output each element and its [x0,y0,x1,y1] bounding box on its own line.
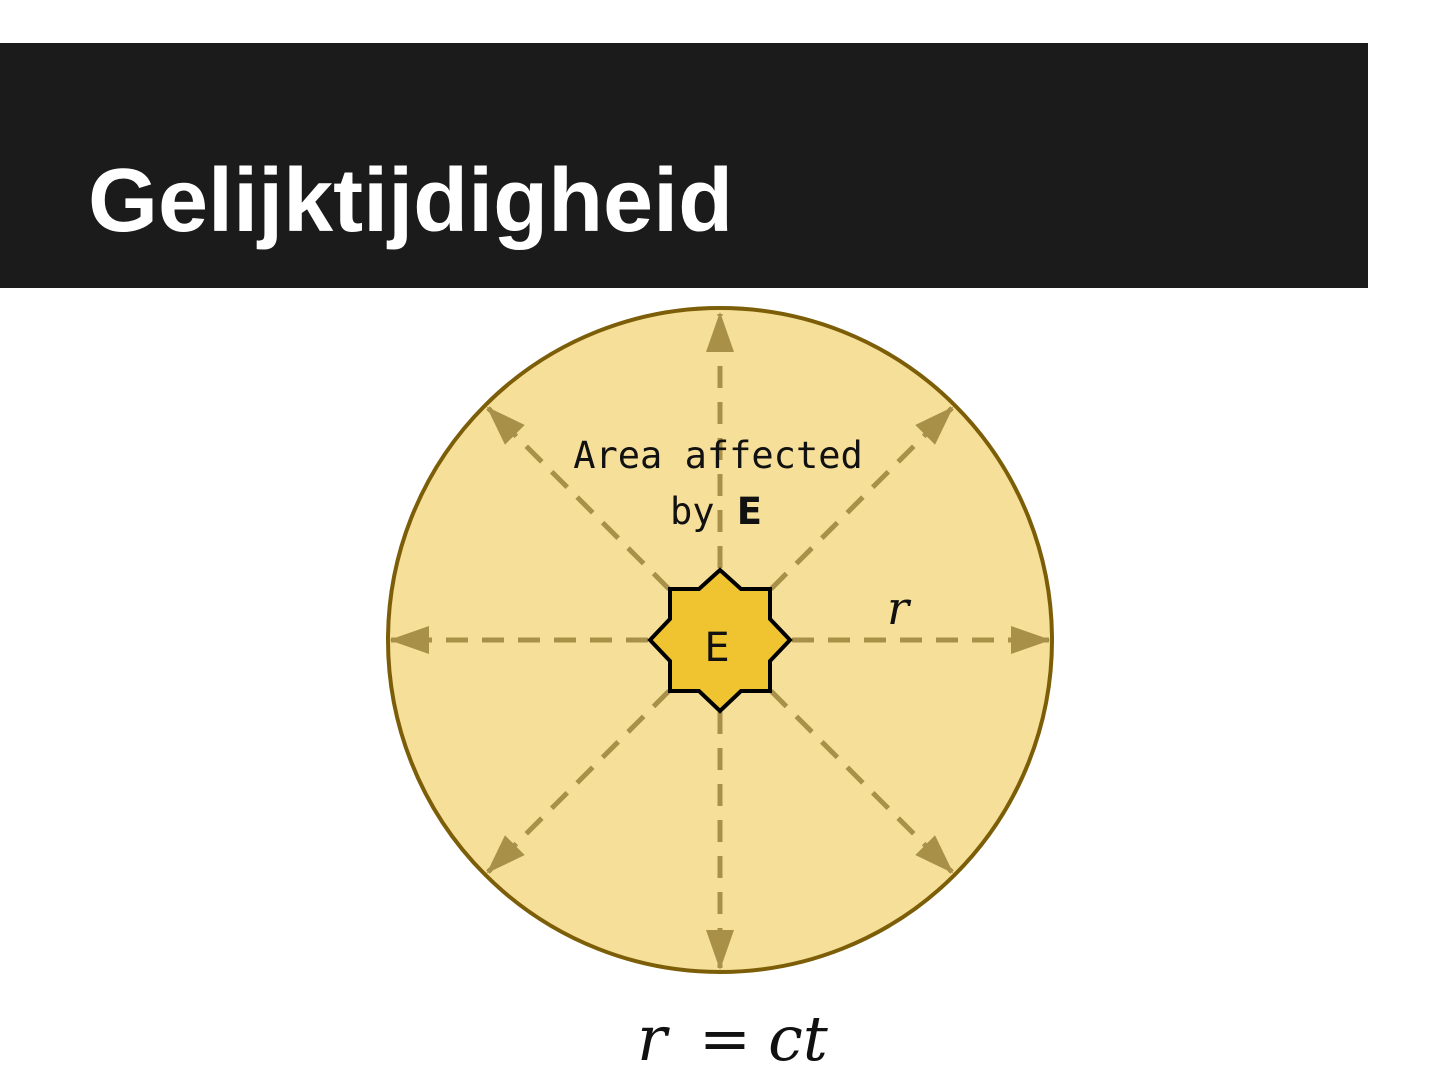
area-label-event: E [737,490,762,533]
area-label-by: by [670,490,737,533]
event-label: E [704,625,729,671]
radius-label: r [887,581,912,635]
area-label-line2: by E [670,490,762,533]
equation: r = ct [637,1002,828,1075]
area-label-line1: Area affected [573,434,863,477]
title-bar [0,43,1368,288]
equation-lhs: r [637,1002,670,1075]
event-star-icon [647,567,793,714]
slide-title: Gelijktijdigheid [88,151,734,251]
equation-operator: = [699,1002,751,1075]
equation-rhs: ct [768,1002,828,1075]
